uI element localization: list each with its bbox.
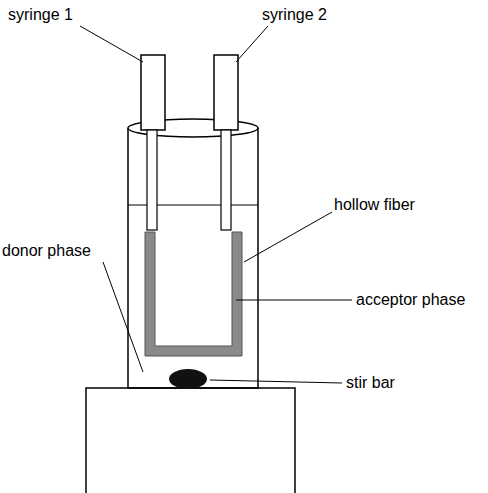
hollow-fiber xyxy=(145,232,242,356)
part-label: acceptor phase xyxy=(356,291,465,309)
syringe-needle xyxy=(221,130,231,230)
leader-line xyxy=(236,300,352,301)
stir-bar-shape xyxy=(169,369,207,389)
leader-line xyxy=(103,262,143,372)
syringe-barrel xyxy=(141,55,165,130)
leader-line xyxy=(80,26,143,62)
part-label: stir bar xyxy=(346,374,395,392)
syringe-label: syringe 1 xyxy=(8,6,73,24)
leader-line xyxy=(244,212,332,262)
stirrer-base xyxy=(86,388,295,493)
part-label: hollow fiber xyxy=(334,196,415,214)
leader-line xyxy=(210,380,342,383)
leader-line xyxy=(236,26,268,62)
vial-wall xyxy=(128,128,258,388)
syringe-needle xyxy=(147,130,157,230)
part-label: donor phase xyxy=(2,242,91,260)
syringe-label: syringe 2 xyxy=(262,6,327,24)
syringe-barrel xyxy=(214,55,238,130)
